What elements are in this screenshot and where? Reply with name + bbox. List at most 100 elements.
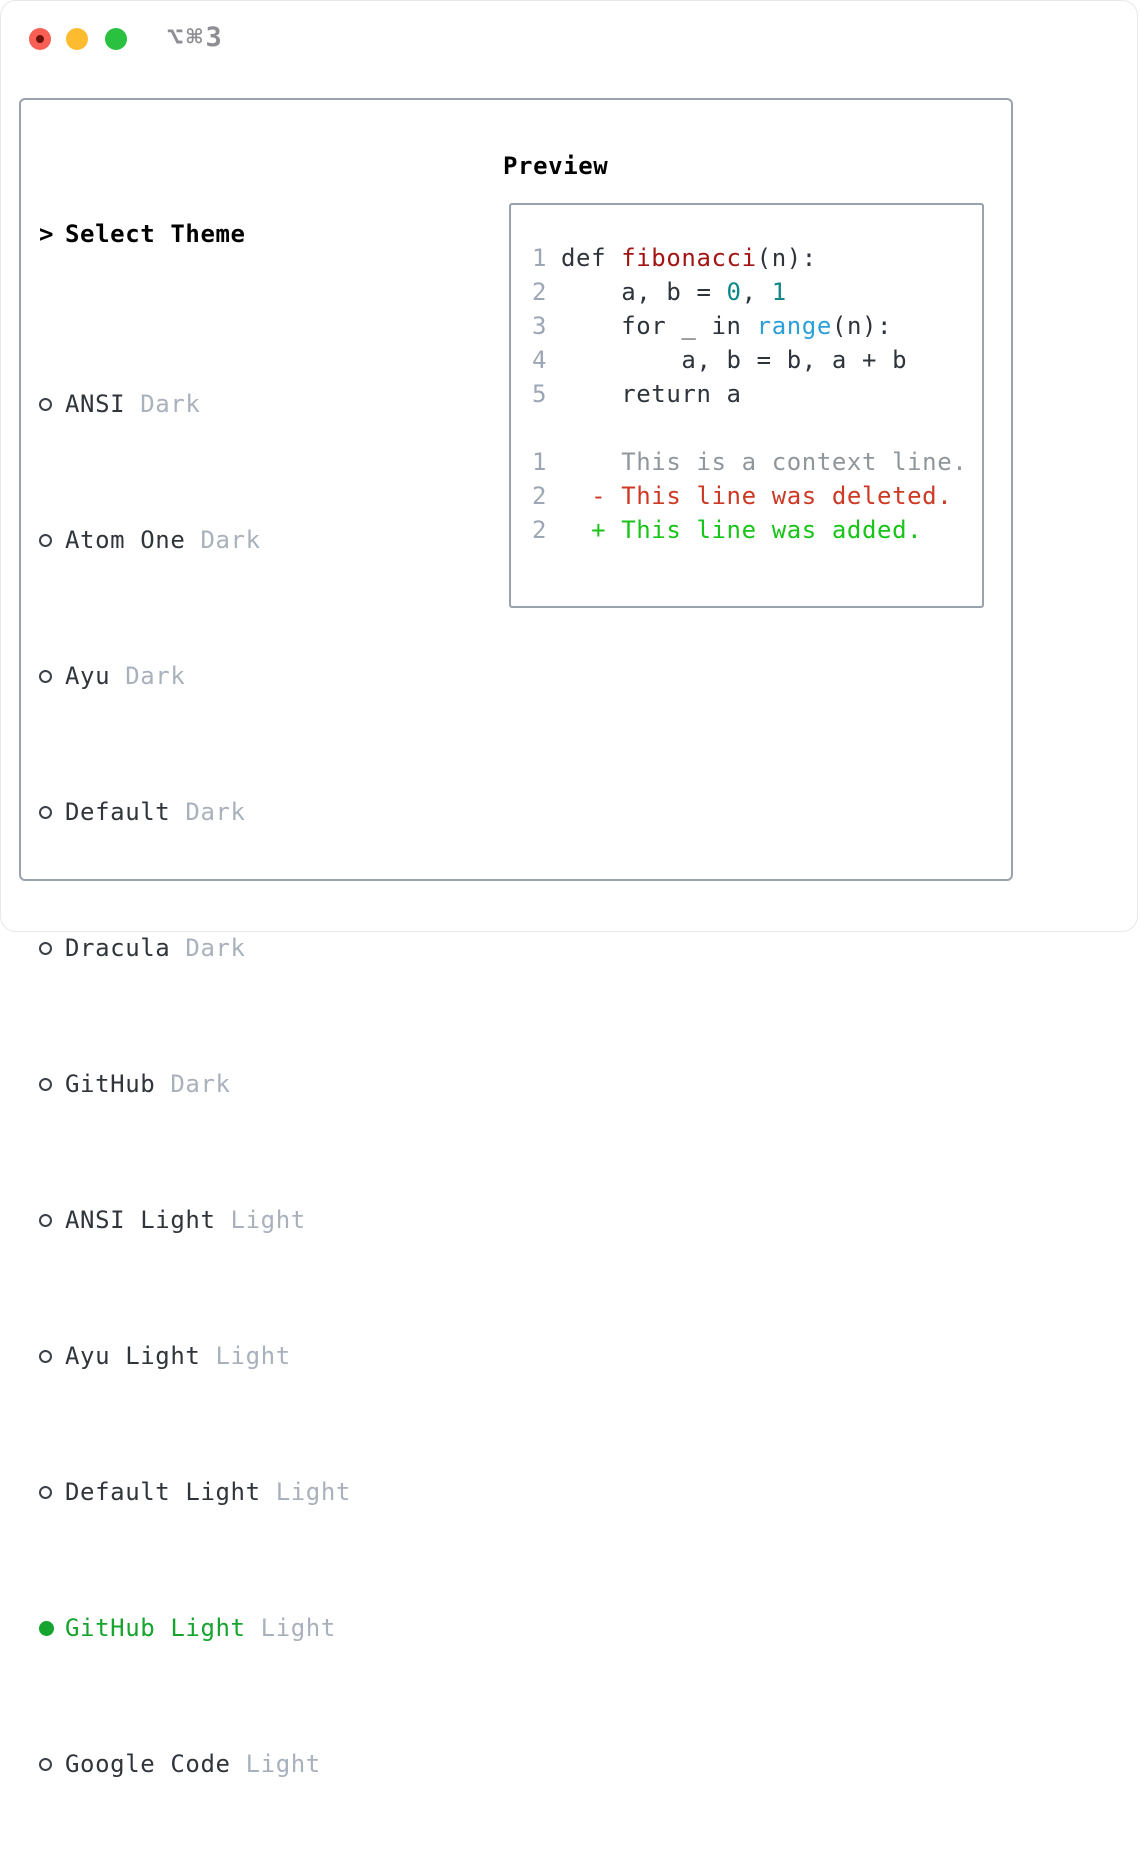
variant-label: Dark xyxy=(170,934,246,962)
code-line: 4 a, b = b, a + b xyxy=(523,343,982,377)
option-label: GitHub xyxy=(65,1070,156,1098)
theme-option-dracula[interactable]: Dracula Dark xyxy=(39,931,460,965)
theme-option-ayu-light[interactable]: Ayu Light Light xyxy=(39,1339,460,1373)
option-label: Ayu Light xyxy=(65,1342,201,1370)
code-tokens: a, b = b, a + b xyxy=(561,346,907,374)
variant-label: Light xyxy=(200,1342,291,1370)
variant-label: Light xyxy=(245,1614,336,1642)
token-context: This is a context line. xyxy=(561,448,968,476)
code-line: 1 def fibonacci(n): xyxy=(523,241,982,275)
option-label: ANSI Light xyxy=(65,1206,216,1234)
option-label: Ayu xyxy=(65,662,111,690)
code-line: 3 for _ in range(n): xyxy=(523,309,982,343)
line-number: 2 xyxy=(531,516,547,544)
line-number: 5 xyxy=(531,380,547,408)
token-added: + This line was added. xyxy=(561,516,923,544)
variant-label: Dark xyxy=(110,662,186,690)
title-bar: ⌥⌘3 xyxy=(1,1,1137,77)
option-label: GitHub Light xyxy=(65,1614,246,1642)
code-tokens: - This line was deleted. xyxy=(561,482,952,510)
line-number: 2 xyxy=(531,482,547,510)
theme-option-default-light[interactable]: Default Light Light xyxy=(39,1475,460,1509)
radio-icon xyxy=(39,1620,54,1636)
token-function: fibonacci xyxy=(621,244,757,272)
variant-label: Light xyxy=(230,1750,321,1778)
theme-menu: > Select Theme ANSI Dark Atom One Dark Ay… xyxy=(39,149,460,1868)
cursor-marker: > xyxy=(39,220,55,248)
radio-marker xyxy=(39,1757,65,1771)
variant-label: Dark xyxy=(170,798,246,826)
preview-title: Preview xyxy=(503,152,609,180)
theme-option-github-light[interactable]: GitHub Light Light xyxy=(39,1611,460,1645)
code-line: 5 return a xyxy=(523,377,982,411)
option-label: Default Light xyxy=(65,1478,261,1506)
code-line xyxy=(523,411,982,445)
theme-option-ansi[interactable]: ANSI Dark xyxy=(39,387,460,421)
variant-label: Light xyxy=(260,1478,351,1506)
theme-picker-panel: > Select Theme ANSI Dark Atom One Dark Ay… xyxy=(19,98,1013,1778)
radio-icon xyxy=(39,805,52,819)
code-line: 2 a, b = 0, 1 xyxy=(523,275,982,309)
radio-marker xyxy=(39,1620,65,1636)
token-code: (n): xyxy=(756,244,817,272)
terminal-window: ⌥⌘3 > Select Theme ANSI Dark Atom One Dar… xyxy=(0,0,1138,1778)
theme-option-google-code[interactable]: Google Code Light xyxy=(39,1747,460,1781)
radio-icon xyxy=(39,1757,52,1771)
code-tokens: def fibonacci(n): xyxy=(561,244,817,272)
token-code: a, b = b, a + b xyxy=(561,346,908,374)
window-title-shortcut: ⌥⌘3 xyxy=(167,22,225,53)
token-code: , xyxy=(741,278,772,306)
code-tokens: for _ in range(n): xyxy=(561,312,892,340)
radio-marker xyxy=(39,1485,65,1499)
line-number: 2 xyxy=(531,278,547,306)
code-tokens: return a xyxy=(561,380,742,408)
radio-marker xyxy=(39,805,65,819)
token-code: for _ in xyxy=(561,312,757,340)
token-builtin: range xyxy=(756,312,832,340)
radio-icon xyxy=(39,941,52,955)
code-line: 1 This is a context line. xyxy=(523,445,982,479)
select-theme-header: > Select Theme xyxy=(39,217,460,251)
variant-label: Dark xyxy=(155,1070,231,1098)
option-label: Atom One xyxy=(65,526,186,554)
option-label: Default xyxy=(65,798,171,826)
token-code: def xyxy=(561,244,622,272)
variant-label: Light xyxy=(215,1206,306,1234)
theme-option-atom-one[interactable]: Atom One Dark xyxy=(39,523,460,557)
code-line: 2 - This line was deleted. xyxy=(523,479,982,513)
radio-icon xyxy=(39,1077,52,1091)
theme-option-ayu[interactable]: Ayu Dark xyxy=(39,659,460,693)
theme-option-default[interactable]: Default Dark xyxy=(39,795,460,829)
radio-marker xyxy=(39,1213,65,1227)
radio-icon xyxy=(39,1349,52,1363)
variant-label: Dark xyxy=(185,526,261,554)
token-code: a, b = xyxy=(561,278,727,306)
zoom-button[interactable] xyxy=(105,28,127,50)
code-tokens: a, b = 0, 1 xyxy=(561,278,787,306)
theme-list: ANSI Dark Atom One Dark Ayu Dark Default… xyxy=(39,319,460,1868)
option-label: ANSI xyxy=(65,390,126,418)
close-button[interactable] xyxy=(29,28,51,50)
code-tokens: + This line was added. xyxy=(561,516,922,544)
select-theme-title: Select Theme xyxy=(65,220,246,248)
token-deleted: - This line was deleted. xyxy=(561,482,953,510)
minimize-button[interactable] xyxy=(66,28,88,50)
radio-icon xyxy=(39,669,52,683)
radio-marker xyxy=(39,669,65,683)
line-number: 1 xyxy=(531,244,547,272)
radio-icon xyxy=(39,1213,52,1227)
variant-label: Dark xyxy=(125,390,201,418)
token-number: 1 xyxy=(771,278,787,306)
radio-icon xyxy=(39,397,52,411)
radio-marker xyxy=(39,397,65,411)
theme-option-github[interactable]: GitHub Dark xyxy=(39,1067,460,1101)
radio-icon xyxy=(39,1485,52,1499)
token-code: return a xyxy=(561,380,742,408)
token-number: 0 xyxy=(726,278,742,306)
line-number: 3 xyxy=(531,312,547,340)
theme-option-ansi-light[interactable]: ANSI Light Light xyxy=(39,1203,460,1237)
token-code: (n): xyxy=(831,312,893,340)
radio-marker xyxy=(39,941,65,955)
option-label: Google Code xyxy=(65,1750,231,1778)
